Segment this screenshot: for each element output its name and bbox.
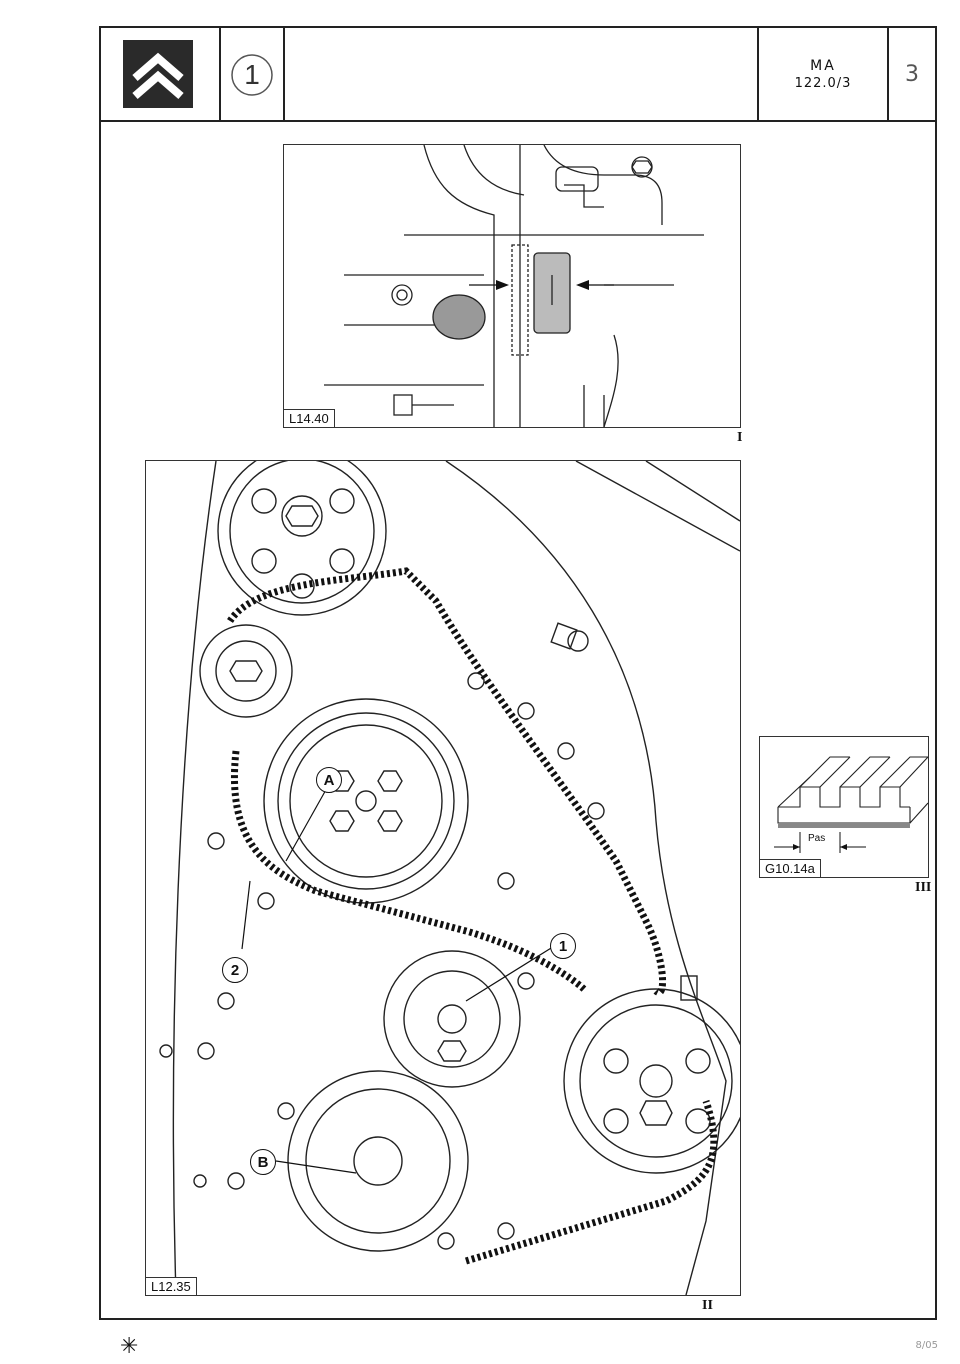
document-reference-cell: MA 122.0/3 (759, 28, 889, 120)
figure-number-i: I (737, 430, 743, 445)
page-header: 1 MA 122.0/3 3 (101, 28, 935, 122)
page-number-cell: 3 (889, 28, 935, 120)
brand-logo-cell (101, 28, 221, 120)
section-number: 1 (244, 59, 260, 90)
section-circle-icon (231, 54, 273, 96)
figure-timing-belt-layout: A 1 2 B L12.35 (145, 460, 741, 1296)
camshaft-pin-illustration (324, 145, 704, 427)
ref-code: MA (810, 57, 836, 74)
callout-2: 2 (222, 957, 248, 983)
figure-code-label: L12.35 (146, 1277, 197, 1295)
callout-1: 1 (550, 933, 576, 959)
figure-camshaft-timing-pin: L14.40 (283, 144, 741, 428)
figure-code-label: G10.14a (760, 859, 821, 877)
belt-pitch-illustration (774, 756, 928, 853)
footer-symbol: ✳ (120, 1334, 139, 1359)
figure-number-iii: III (915, 880, 932, 895)
page-number: 3 (905, 61, 919, 87)
citroen-logo-icon (123, 40, 193, 108)
pitch-label: Pas (808, 833, 826, 844)
figure-number-ii: II (702, 1298, 713, 1313)
callout-a: A (316, 767, 342, 793)
section-number-cell: 1 (221, 28, 285, 120)
header-blank-cell (285, 28, 759, 120)
figure-belt-pitch: Pas G10.14a (759, 736, 929, 878)
timing-belt-illustration (159, 461, 740, 1295)
footer-page-ref: 8/05 (915, 1340, 938, 1351)
manual-page-frame: 1 MA 122.0/3 3 (99, 26, 937, 1320)
callout-b: B (250, 1149, 276, 1175)
ref-number: 122.0/3 (794, 75, 852, 91)
figure-code-label: L14.40 (284, 409, 335, 427)
